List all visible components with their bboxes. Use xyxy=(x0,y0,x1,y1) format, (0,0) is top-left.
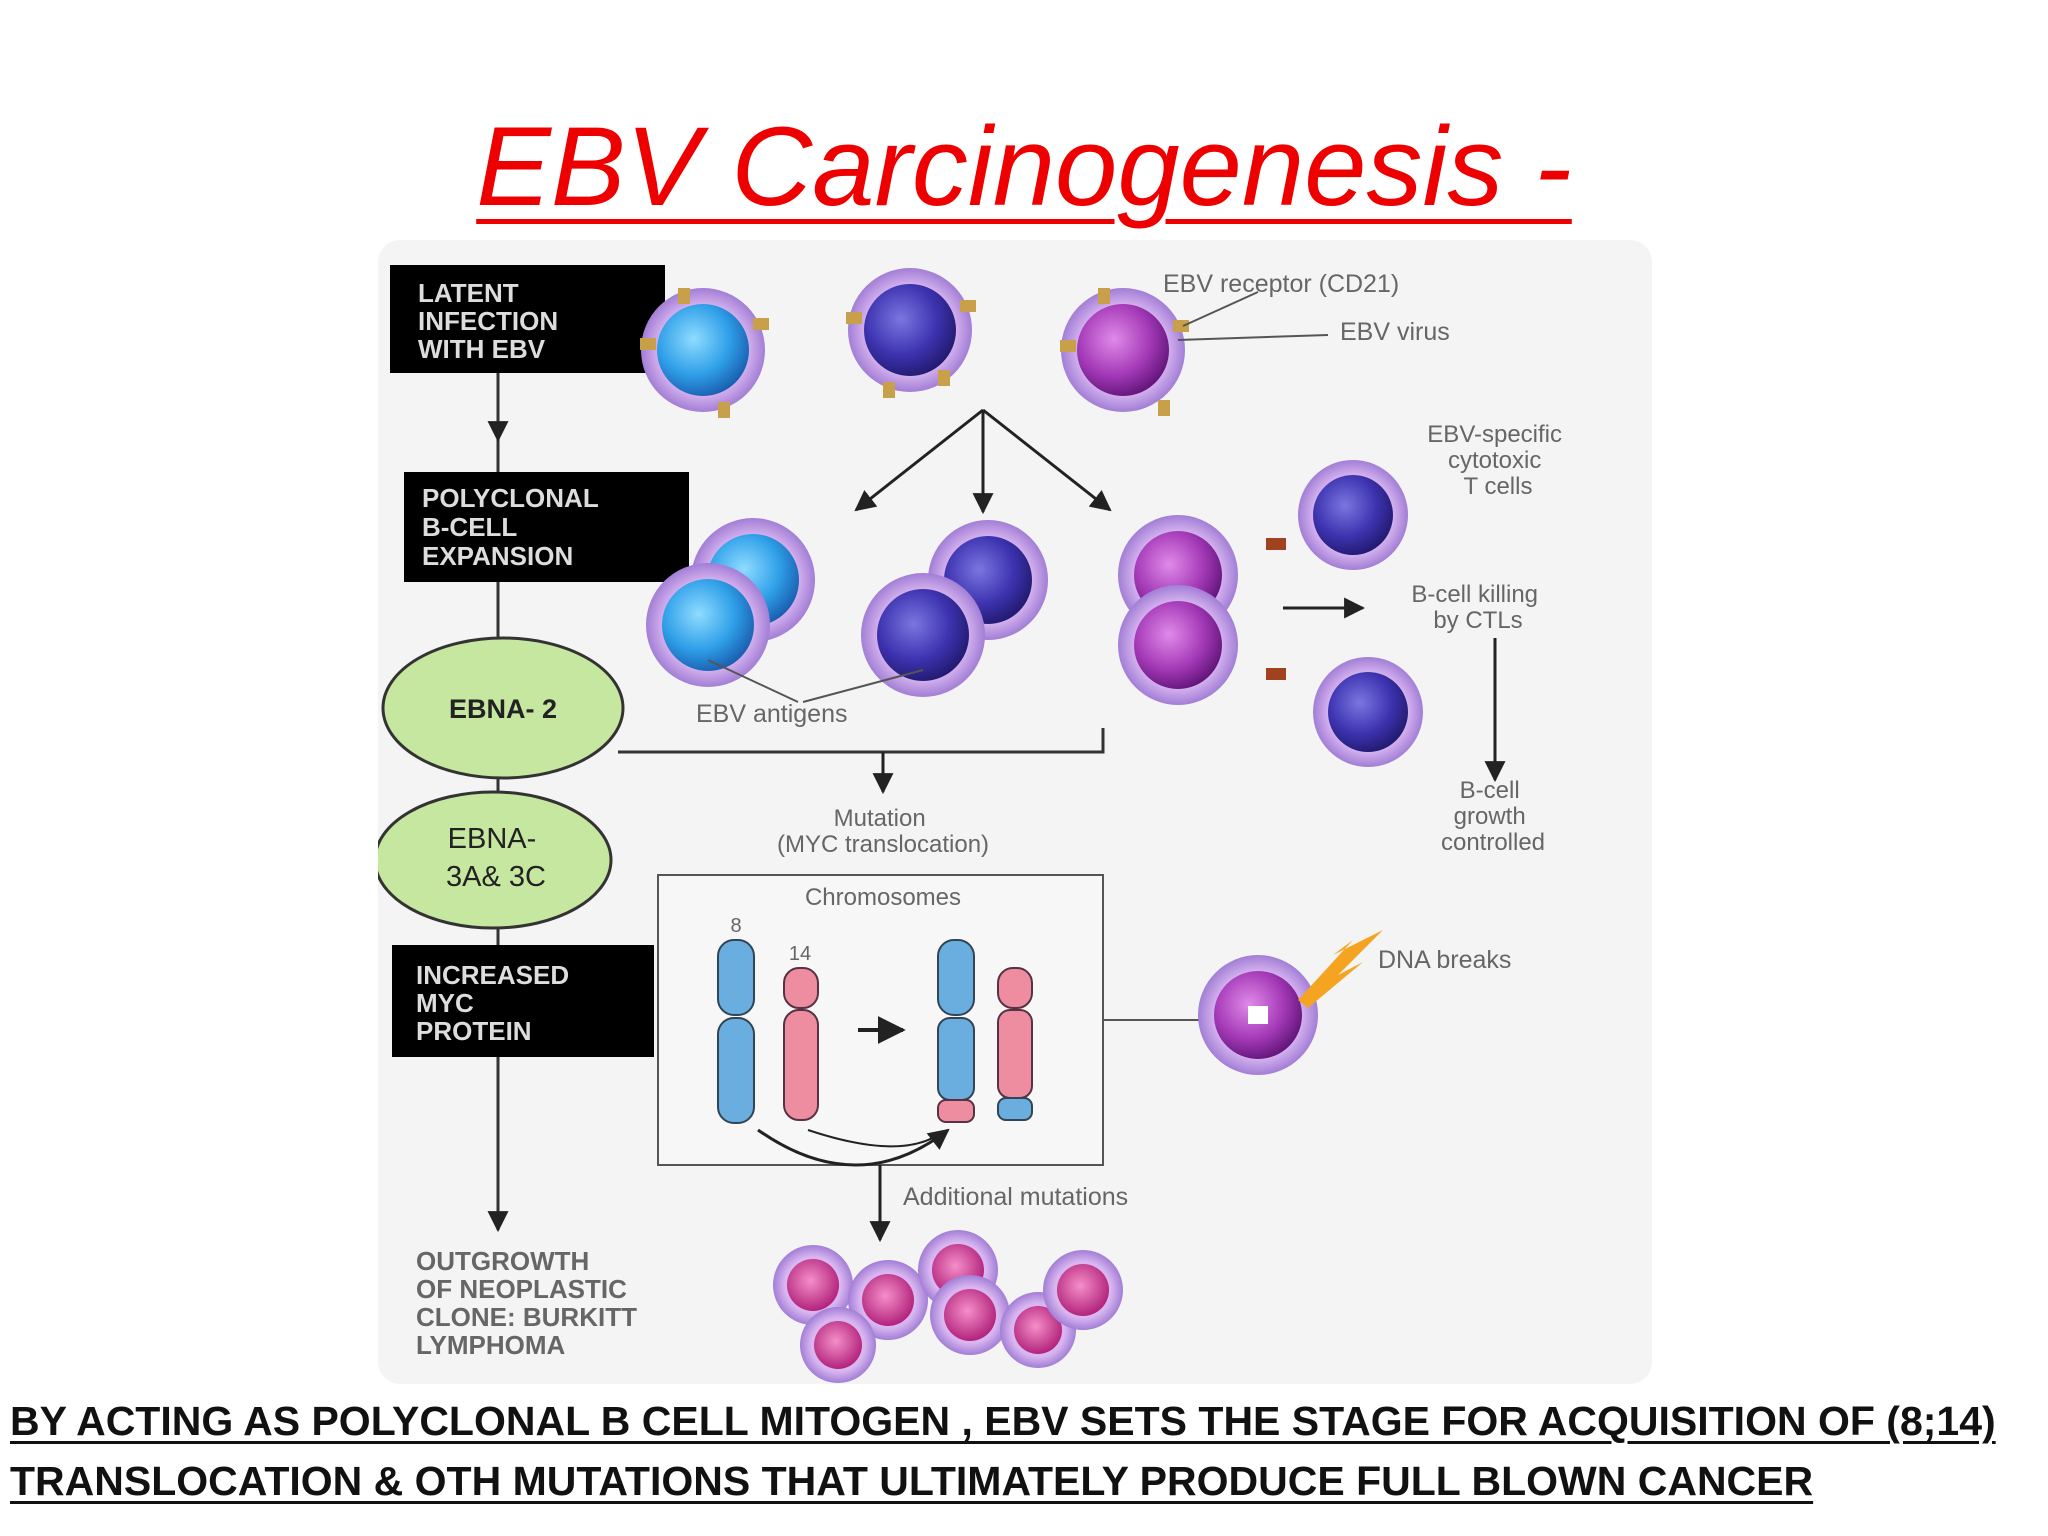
label-chromosomes: Chromosomes xyxy=(805,884,961,911)
label-growth-controlled: B-cell growth controlled xyxy=(1441,777,1545,856)
chromosome-14-left xyxy=(783,967,819,1121)
box-polyclonal-line: POLYCLONAL xyxy=(422,483,599,513)
label-ebv-receptor: EBV receptor (CD21) xyxy=(1163,270,1399,298)
dna-break-cell xyxy=(1198,930,1383,1075)
label-mutation: Mutation (MYC translocation) xyxy=(777,805,989,858)
b-cell-indigo-top xyxy=(846,268,976,398)
ctl-cell-top xyxy=(1298,460,1408,570)
lightning-icon xyxy=(1298,930,1383,1008)
chromosome-box: Chromosomes 8 14 xyxy=(657,874,1104,1167)
b-cell-magenta-pair xyxy=(1118,515,1238,705)
chromosome-8-right xyxy=(937,939,975,1123)
box-polyclonal-expansion: POLYCLONAL B-CELL EXPANSION xyxy=(404,472,689,582)
svg-text:POLYCLONAL B-CELL: POLYCLONAL B-CELL EXPANSION xyxy=(422,483,605,571)
neoplastic-clone-cells xyxy=(773,1230,1123,1383)
b-cell-blue-top xyxy=(640,288,769,418)
box-latent-line: INFECTION xyxy=(418,306,558,336)
label-chromosome-8: 8 xyxy=(730,915,741,937)
box-increased-myc: INCREASED MYC PROTEIN xyxy=(392,945,654,1057)
box-latent-line: WITH EBV xyxy=(418,334,546,364)
box-latent-infection: LATENT INFECTION WITH EBV xyxy=(390,265,665,373)
label-b-cell-killing: B-cell killing by CTLs xyxy=(1411,581,1544,634)
svg-text:EBNA- 3A& 3C: EBNA- 3A& 3C xyxy=(446,823,546,893)
svg-text:EBNA- 2: EBNA- 2 xyxy=(449,694,557,724)
diagram-figure: LATENT INFECTION WITH EBV POLYCLONAL B-C… xyxy=(378,240,1652,1384)
b-cell-indigo-pair xyxy=(861,520,1048,697)
chromosome-14-right xyxy=(997,967,1033,1121)
box-polyclonal-line: EXPANSION xyxy=(422,541,573,571)
label-ebv-antigens: EBV antigens xyxy=(696,700,848,728)
oval-ebna-3a-3c: EBNA- 3A& 3C xyxy=(378,790,613,930)
label-chromosome-14: 14 xyxy=(789,943,811,965)
box-myc-line: MYC xyxy=(416,988,474,1018)
svg-text:OUTGROWTH OF NEOPLASTIC: OUTGROWTH OF NEOPLASTIC CLONE: BURKITT L… xyxy=(416,1246,644,1360)
slide-title: EBV Carcinogenesis - xyxy=(476,104,1572,229)
svg-text:LATENT INFECTION W: LATENT INFECTION WITH EBV xyxy=(418,278,565,364)
caption-line-1: BY ACTING AS POLYCLONAL B CELL MITOGEN ,… xyxy=(10,1398,1996,1444)
outgrowth-label: OUTGROWTH OF NEOPLASTIC CLONE: BURKITT L… xyxy=(416,1246,644,1360)
box-myc-line: PROTEIN xyxy=(416,1016,532,1046)
label-dna-breaks: DNA breaks xyxy=(1378,946,1511,974)
label-ctl: EBV-specific cytotoxic T cells xyxy=(1427,421,1568,500)
chromosome-8-left xyxy=(717,939,755,1124)
label-additional-mutations: Additional mutations xyxy=(903,1183,1128,1211)
caption-line-2: TRANSLOCATION & OTH MUTATIONS THAT ULTIM… xyxy=(10,1458,1814,1504)
box-polyclonal-line: B-CELL xyxy=(422,512,517,542)
box-myc-line: INCREASED xyxy=(416,960,569,990)
oval-ebna-2: EBNA- 2 xyxy=(381,636,625,780)
label-ebv-virus: EBV virus xyxy=(1340,318,1450,346)
svg-text:INCREASED MYC PROT: INCREASED MYC PROTEIN xyxy=(416,960,576,1046)
b-cell-blue-pair xyxy=(646,518,815,687)
b-cell-magenta-top xyxy=(1060,288,1189,416)
ctl-cell-bottom xyxy=(1313,657,1423,767)
box-latent-line: LATENT xyxy=(418,278,519,308)
